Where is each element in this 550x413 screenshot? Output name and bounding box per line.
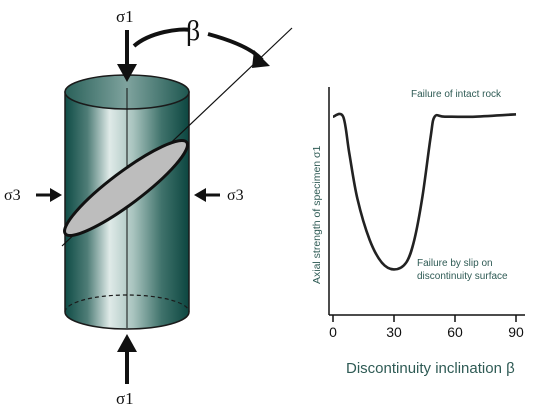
sigma3-left-label: σ3 xyxy=(4,187,21,204)
x-tick-group: 0 30 60 90 xyxy=(329,315,524,340)
series-point-group xyxy=(333,114,516,269)
discontinuity-plane xyxy=(63,139,189,237)
x-tick-label-30: 30 xyxy=(386,324,402,340)
annotation-slip-line2: discontinuity surface xyxy=(417,271,508,282)
x-tick-label-0: 0 xyxy=(329,324,337,340)
x-tick-label-90: 90 xyxy=(508,324,524,340)
x-tick-label-60: 60 xyxy=(447,324,463,340)
sigma1-top-arrow xyxy=(117,30,137,82)
sigma3-right-label: σ3 xyxy=(227,187,244,204)
annotation-intact-rock: Failure of intact rock xyxy=(411,89,502,100)
y-axis-label: Axial strength of specimen σ1 xyxy=(311,145,323,284)
annotation-slip-line1: Failure by slip on xyxy=(417,258,493,269)
beta-label: β xyxy=(186,16,200,47)
sigma3-right-arrow xyxy=(194,188,220,202)
series-line-strength xyxy=(332,112,517,271)
strength-chart: 0 30 60 90 xyxy=(328,87,525,340)
sigma1-top-label: σ1 xyxy=(116,7,134,26)
sigma1-bottom-arrow xyxy=(117,334,137,384)
x-axis-label: Discontinuity inclination β xyxy=(346,360,515,377)
beta-arrow-head xyxy=(252,50,270,68)
sigma1-bottom-label: σ1 xyxy=(116,389,134,408)
cylinder-hidden-base-edge xyxy=(64,294,190,313)
sigma3-left-arrow xyxy=(36,188,62,202)
